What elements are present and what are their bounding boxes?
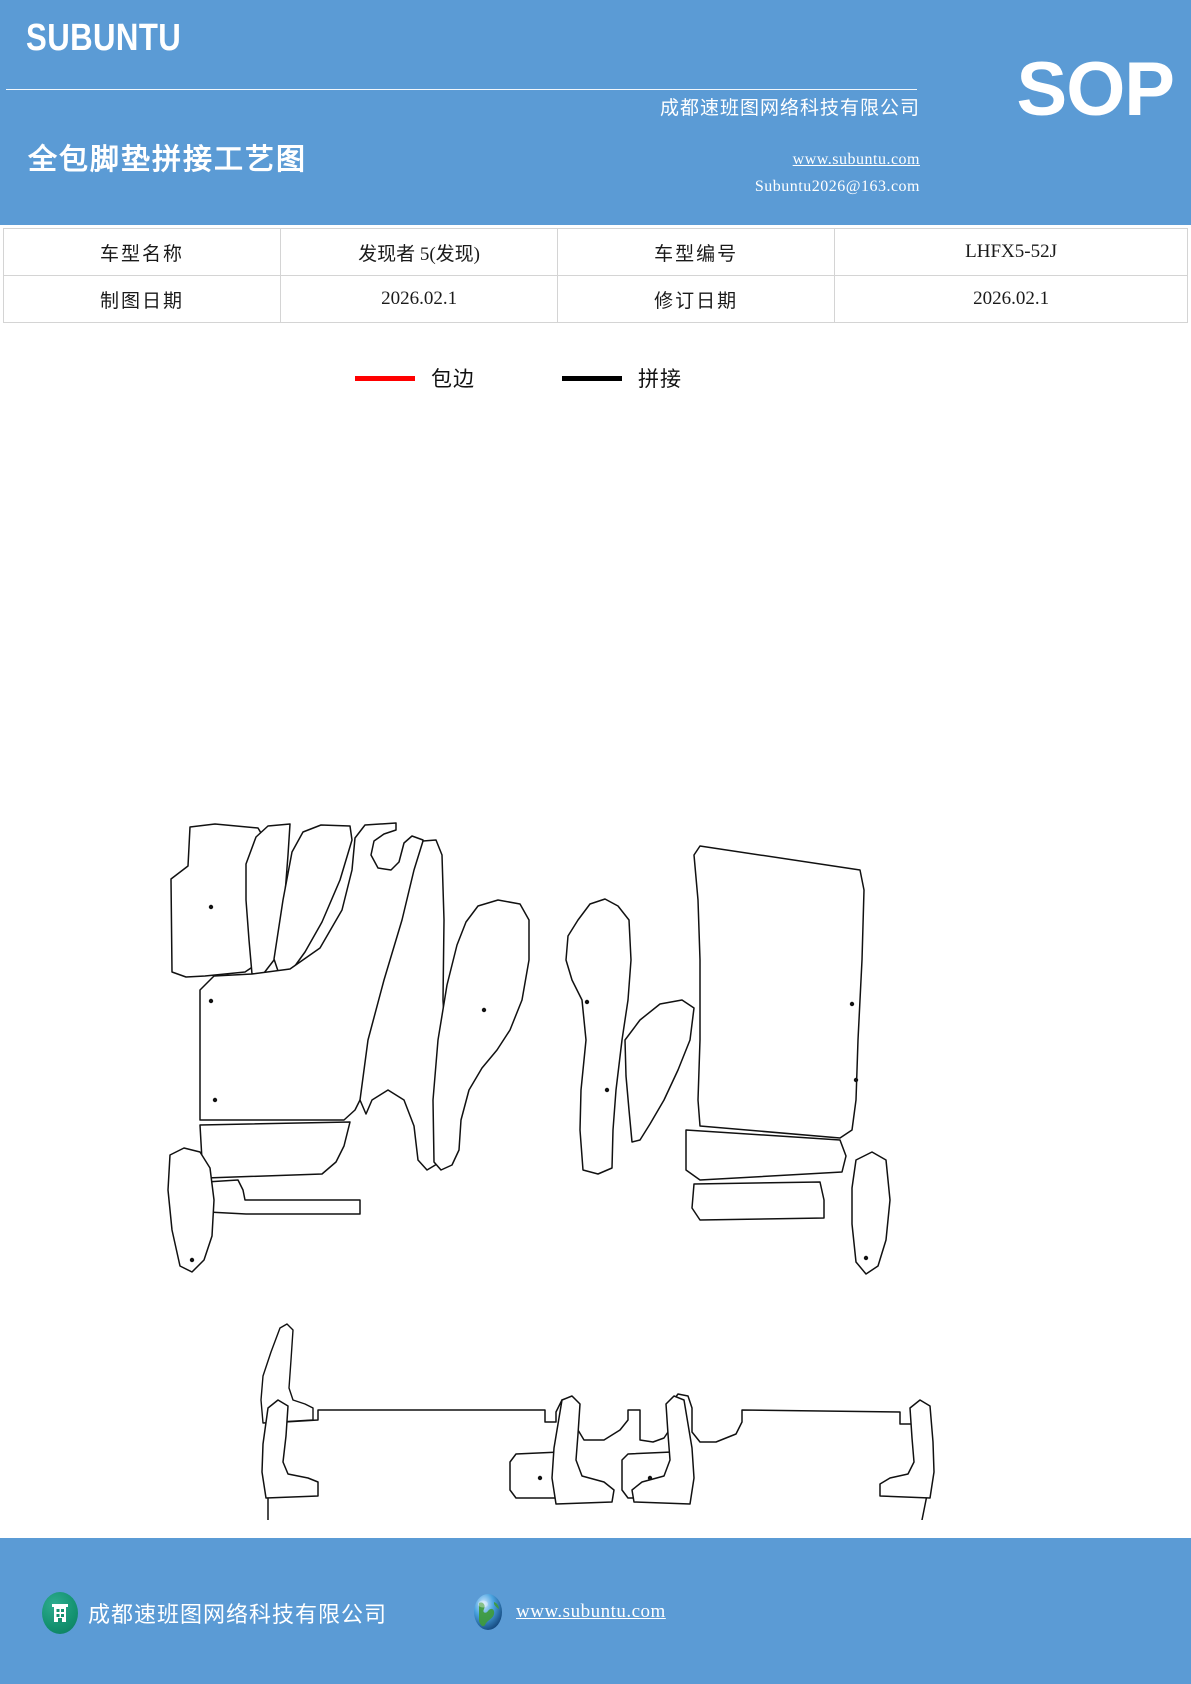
cell-revise-date-value: 2026.02.1 [834, 275, 1188, 323]
header-divider [6, 89, 917, 90]
legend-item-binding: 包边 [355, 363, 475, 393]
legend-swatch-black-icon [562, 375, 622, 381]
footer-company-name: 成都速班图网络科技有限公司 [88, 1602, 388, 1627]
globe-icon [470, 1592, 506, 1632]
footer-company: 成都速班图网络科技有限公司 [42, 1592, 387, 1634]
footer-website-link[interactable]: www.subuntu.com [516, 1601, 666, 1622]
front-row-panels [167, 822, 891, 1275]
footer-website[interactable]: www.subuntu.com [470, 1592, 666, 1632]
legend-label-seam: 拼接 [638, 367, 682, 391]
cell-revise-date-label: 修订日期 [557, 275, 836, 323]
header-email[interactable]: Subuntu2026@163.com [754, 178, 920, 195]
cell-model-name-label: 车型名称 [2, 228, 282, 276]
vehicle-info-table: 车型名称 发现者 5(发现) 车型编号 LHFX5-52J 制图日期 2026.… [2, 228, 1188, 323]
building-icon [42, 1592, 78, 1634]
cell-draw-date-label: 制图日期 [2, 275, 282, 323]
legend-swatch-red-icon [355, 375, 415, 381]
legend-label-binding: 包边 [431, 367, 475, 391]
header-website-link[interactable]: www.subuntu.com [792, 151, 920, 168]
legend: 包边 拼接 [0, 360, 1191, 394]
rear-row-panels [260, 1323, 935, 1520]
header-company-name: 成都速班图网络科技有限公司 [659, 98, 920, 119]
cell-draw-date-value: 2026.02.1 [280, 275, 559, 323]
table-row: 制图日期 2026.02.1 修订日期 2026.02.1 [2, 275, 1188, 323]
document-type-badge: SOP [1016, 47, 1175, 132]
brand-logo: SUBUNTU [26, 17, 182, 59]
page-title: 全包脚垫拼接工艺图 [28, 144, 308, 176]
cell-model-code-label: 车型编号 [557, 228, 836, 276]
document-footer: 成都速班图网络科技有限公司 [0, 1538, 1191, 1684]
legend-item-seam: 拼接 [562, 363, 682, 393]
table-row: 车型名称 发现者 5(发现) 车型编号 LHFX5-52J [2, 228, 1188, 276]
cell-model-name-value: 发现者 5(发现) [280, 228, 559, 276]
document-header: SUBUNTU SOP 成都速班图网络科技有限公司 全包脚垫拼接工艺图 www.… [0, 0, 1191, 225]
cell-model-code-value: LHFX5-52J [834, 228, 1188, 276]
technical-drawing [0, 400, 1191, 1520]
